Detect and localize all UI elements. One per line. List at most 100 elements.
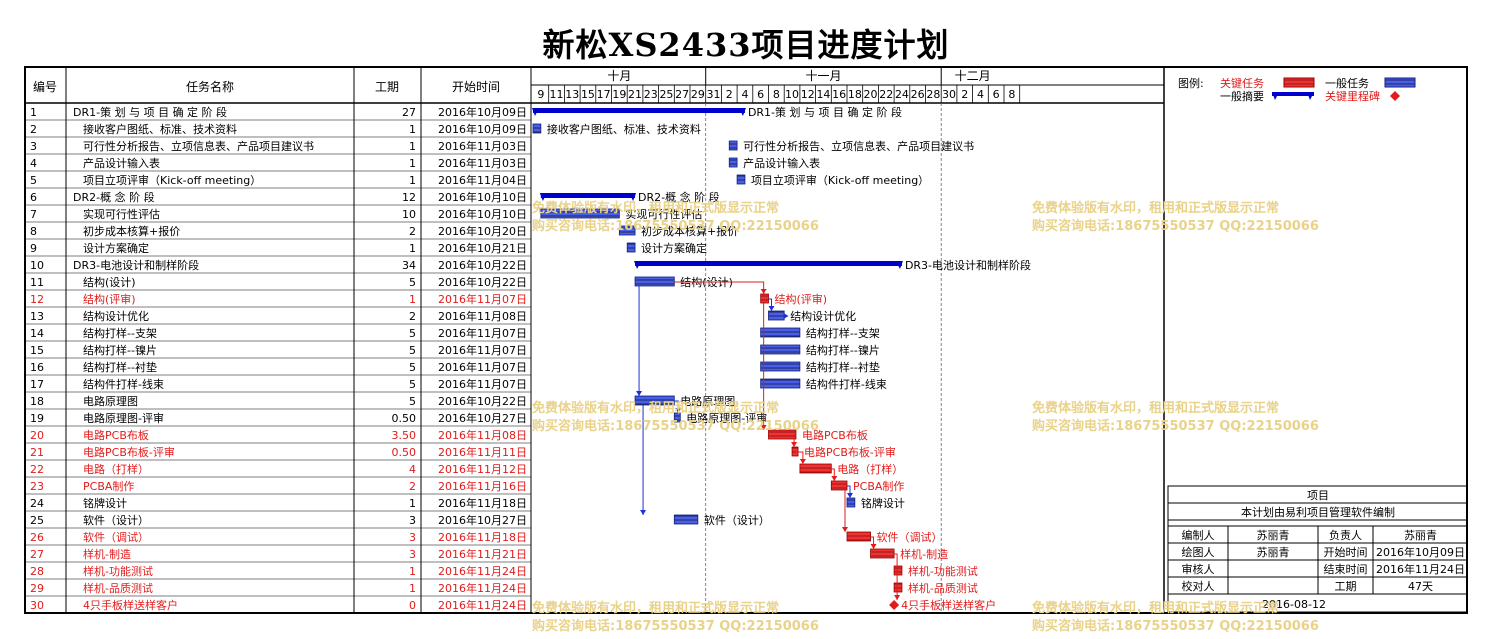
summary-bar-cap — [532, 108, 539, 116]
task-duration: 1 — [409, 157, 416, 170]
task-bar — [634, 395, 675, 406]
day-tick-label: 16 — [832, 88, 846, 101]
info-cell: 结束时间 — [1324, 563, 1368, 576]
bar-label: PCBA制作 — [853, 480, 904, 493]
task-bar — [532, 123, 542, 134]
task-num: 24 — [30, 497, 44, 510]
watermark-line2: 购买咨询电话:18675550537 QQ:22150066 — [1032, 619, 1319, 634]
task-start: 2016年11月08日 — [438, 309, 527, 323]
task-num: 12 — [30, 293, 44, 306]
legend-summary-swatch — [1272, 92, 1314, 96]
task-num: 14 — [30, 327, 44, 340]
dependency-arrow — [640, 510, 647, 515]
dependency-arrow — [799, 459, 806, 464]
task-num: 16 — [30, 361, 44, 374]
info-cell: 校对人 — [1182, 579, 1215, 593]
bar-label: 结构(评审) — [775, 292, 828, 306]
day-tick-label: 18 — [848, 88, 862, 101]
bar-label: 电路PCB布板-评审 — [804, 445, 896, 459]
legend-summary-cap — [1307, 92, 1314, 100]
task-name: 接收客户图纸、标准、技术资料 — [83, 122, 237, 136]
task-bar — [846, 531, 871, 542]
task-num: 6 — [30, 191, 37, 204]
task-num: 1 — [30, 106, 37, 119]
task-start: 2016年10月20日 — [438, 224, 527, 238]
task-start: 2016年10月22日 — [438, 394, 527, 408]
task-name: 结构件打样-线束 — [83, 377, 164, 391]
dependency-arrow — [783, 313, 789, 319]
day-tick-label: 8 — [1008, 88, 1015, 101]
task-bar — [634, 276, 675, 287]
summary-bar — [635, 261, 902, 266]
bar-label: 实现可行性评估 — [625, 207, 702, 221]
task-name: 样机-功能测试 — [83, 564, 153, 578]
task-duration: 5 — [409, 395, 416, 408]
task-start: 2016年11月16日 — [438, 479, 527, 493]
task-start: 2016年11月07日 — [438, 360, 527, 374]
bar-label: 接收客户图纸、标准、技术资料 — [547, 122, 701, 136]
task-start: 2016年10月22日 — [438, 275, 527, 289]
day-tick-label: 22 — [879, 88, 893, 101]
task-num: 10 — [30, 259, 44, 272]
task-num: 4 — [30, 157, 37, 170]
task-start: 2016年11月07日 — [438, 377, 527, 391]
task-num: 9 — [30, 242, 37, 255]
task-duration: 3 — [409, 548, 416, 561]
task-start: 2016年10月09日 — [438, 122, 527, 136]
task-duration: 1 — [409, 565, 416, 578]
info-date: 2016-08-12 — [1262, 598, 1326, 611]
summary-bar-cap — [539, 193, 547, 201]
milestone-marker — [889, 600, 900, 610]
task-bar — [760, 344, 801, 355]
task-bar — [540, 208, 620, 219]
task-start: 2016年11月18日 — [438, 496, 527, 510]
task-start: 2016年10月09日 — [438, 105, 527, 119]
task-bar — [618, 225, 636, 236]
day-tick-label: 26 — [911, 88, 925, 101]
task-num: 11 — [30, 276, 44, 289]
info-cell: 2016年11月24日 — [1376, 562, 1465, 576]
task-bar — [673, 412, 681, 423]
task-bar — [768, 310, 785, 321]
bar-label: 电路PCB布板 — [802, 428, 868, 442]
month-label: 十月 — [607, 69, 631, 83]
day-tick-label: 21 — [628, 88, 642, 101]
task-bar — [760, 361, 801, 372]
summary-bar-cap — [895, 261, 903, 269]
task-start: 2016年11月12日 — [438, 462, 527, 476]
task-duration: 27 — [402, 106, 416, 119]
task-bar — [870, 548, 895, 559]
header-num: 编号 — [33, 79, 57, 94]
task-start: 2016年11月24日 — [438, 581, 527, 595]
day-tick-label: 31 — [707, 88, 721, 101]
day-tick-label: 29 — [691, 88, 705, 101]
dependency-arrow — [760, 289, 767, 294]
dependency-arrow — [791, 442, 798, 447]
header-duration: 工期 — [375, 80, 399, 94]
task-duration: 2 — [409, 310, 416, 323]
task-num: 27 — [30, 548, 44, 561]
day-tick-label: 28 — [926, 88, 940, 101]
task-num: 2 — [30, 123, 37, 136]
dependency-arrow — [675, 408, 682, 413]
task-start: 2016年11月18日 — [438, 530, 527, 544]
day-tick-label: 13 — [565, 88, 579, 101]
task-bar — [760, 327, 801, 338]
header-name: 任务名称 — [186, 79, 234, 94]
task-name: 电路PCB布板-评审 — [83, 445, 175, 459]
task-name: 初步成本核算+报价 — [83, 224, 180, 238]
task-start: 2016年11月04日 — [438, 173, 527, 187]
header-start: 开始时间 — [452, 80, 500, 94]
legend-normal-swatch — [1384, 77, 1416, 88]
legend-critical-swatch — [1283, 77, 1315, 88]
bar-label: 软件（调试） — [877, 530, 943, 544]
dependency-arrow — [842, 527, 848, 532]
info-cell: 苏丽青 — [1257, 546, 1290, 559]
task-name: 实现可行性评估 — [83, 207, 160, 221]
bar-label: 4只手板样送样客户 — [901, 598, 996, 612]
task-duration: 1 — [409, 293, 416, 306]
task-start: 2016年11月21日 — [438, 547, 527, 561]
task-bar — [728, 157, 738, 168]
task-name: 软件（调试） — [83, 530, 149, 544]
task-num: 30 — [30, 599, 44, 612]
